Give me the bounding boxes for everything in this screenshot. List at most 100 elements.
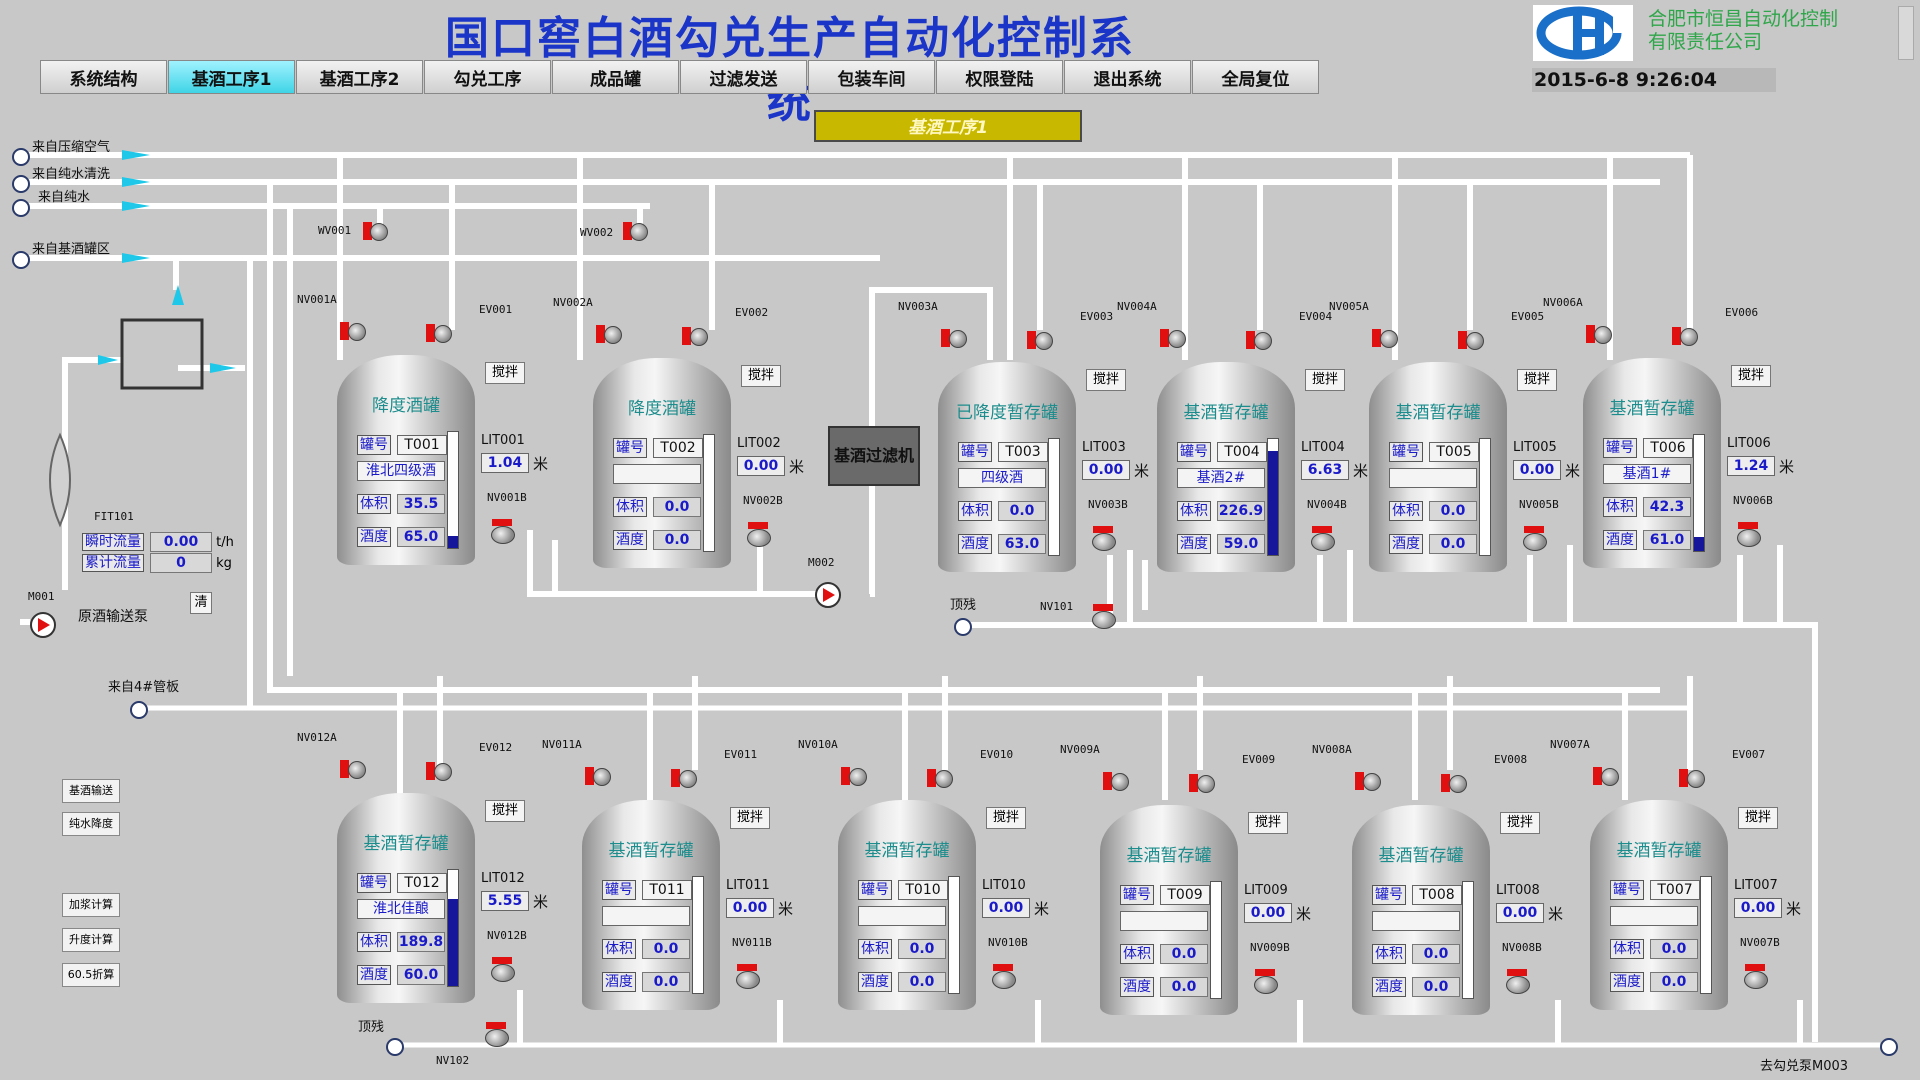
level-unit-t005: 米 — [1565, 462, 1581, 480]
nav-base-process-1[interactable]: 基酒工序1 — [168, 60, 295, 94]
tank-content-value — [1372, 911, 1460, 931]
valve-b-t011[interactable] — [734, 964, 760, 989]
nav-filter-send[interactable]: 过滤发送 — [680, 60, 807, 94]
valve-b-actuator — [737, 964, 757, 971]
stir-button-t002[interactable]: 搅拌 — [741, 365, 781, 387]
valve-b-t005[interactable] — [1521, 526, 1547, 551]
wv001-valve[interactable] — [363, 220, 389, 242]
valve-b-t012[interactable] — [489, 957, 515, 982]
stir-button-t005[interactable]: 搅拌 — [1517, 369, 1557, 391]
nav-packaging[interactable]: 包装车间 — [808, 60, 935, 94]
valve-a-t008[interactable] — [1355, 770, 1382, 792]
valve-a-t005[interactable] — [1372, 327, 1399, 349]
company-line-2: 有限责任公司 — [1648, 31, 1763, 53]
m001-pump[interactable] — [30, 612, 56, 638]
valve-ev-t008[interactable] — [1441, 772, 1468, 794]
btn-add-calc[interactable]: 加浆计算 — [62, 893, 120, 917]
valve-a-t003[interactable] — [941, 327, 968, 349]
stir-button-t003[interactable]: 搅拌 — [1086, 369, 1126, 391]
valve-ev-t012[interactable] — [426, 760, 453, 782]
valve-a-t004[interactable] — [1160, 327, 1187, 349]
scrollbar[interactable] — [1898, 6, 1914, 60]
stir-button-t009[interactable]: 搅拌 — [1248, 812, 1288, 834]
valve-a-t012[interactable] — [340, 758, 367, 780]
nv102-valve[interactable] — [483, 1022, 509, 1047]
stir-button-t010[interactable]: 搅拌 — [986, 807, 1026, 829]
tank-abv-label: 酒度 — [1603, 530, 1637, 550]
valve-ev-t001[interactable] — [426, 322, 453, 344]
valve-ev-t007[interactable] — [1679, 767, 1706, 789]
nav-system-structure[interactable]: 系统结构 — [40, 60, 167, 94]
valve-ev-t011[interactable] — [671, 767, 698, 789]
tank-abv-value: 0.0 — [642, 972, 690, 992]
valve-b-t007[interactable] — [1742, 964, 1768, 989]
valve-a-actuator — [1372, 329, 1381, 347]
nav-blending[interactable]: 勾兑工序 — [424, 60, 551, 94]
level-unit-t001: 米 — [533, 455, 549, 473]
valve-ev-t009[interactable] — [1189, 772, 1216, 794]
valve-b-t001[interactable] — [489, 519, 515, 544]
stir-button-t011[interactable]: 搅拌 — [730, 807, 770, 829]
valve-a-t009[interactable] — [1103, 770, 1130, 792]
base-filter[interactable]: 基酒过滤机 — [828, 426, 920, 486]
valve-b-t006[interactable] — [1735, 522, 1761, 547]
stir-button-t001[interactable]: 搅拌 — [485, 362, 525, 384]
stir-button-t006[interactable]: 搅拌 — [1731, 365, 1771, 387]
valve-ev-actuator — [1189, 774, 1198, 792]
valve-a-t006[interactable] — [1586, 323, 1613, 345]
nv101-valve[interactable] — [1090, 604, 1116, 629]
nav-login[interactable]: 权限登陆 — [936, 60, 1063, 94]
valve-b-t010[interactable] — [990, 964, 1016, 989]
stir-button-t012[interactable]: 搅拌 — [485, 800, 525, 822]
tank-abv-value: 0.0 — [898, 972, 946, 992]
valve-ev-t005[interactable] — [1458, 329, 1485, 351]
nav-base-process-2[interactable]: 基酒工序2 — [296, 60, 423, 94]
valve-a-t007[interactable] — [1593, 765, 1620, 787]
stir-button-t004[interactable]: 搅拌 — [1305, 369, 1345, 391]
btn-605-convert[interactable]: 60.5折算 — [62, 963, 120, 987]
valve-b-t009[interactable] — [1252, 969, 1278, 994]
valve-a-t011[interactable] — [585, 765, 612, 787]
tank-volume-label: 体积 — [357, 494, 391, 514]
btn-base-transfer[interactable]: 基酒输送 — [62, 779, 120, 803]
valve-b-t003[interactable] — [1090, 526, 1116, 551]
valve-b-t002[interactable] — [745, 522, 771, 547]
tank-content-row: 淮北佳酿 — [357, 899, 445, 919]
valve-ev-t003[interactable] — [1027, 329, 1054, 351]
valve-a-t001[interactable] — [340, 320, 367, 342]
clear-button[interactable]: 清 — [190, 592, 212, 614]
valve-ev-t004[interactable] — [1246, 329, 1273, 351]
stir-button-t007[interactable]: 搅拌 — [1738, 807, 1778, 829]
valve-b-t008[interactable] — [1504, 969, 1530, 994]
wv002-valve[interactable] — [623, 220, 649, 242]
btn-water-reduce[interactable]: 纯水降度 — [62, 812, 120, 836]
btn-raise-calc[interactable]: 升度计算 — [62, 928, 120, 952]
valve-a-t010[interactable] — [841, 765, 868, 787]
flow-instant-label: 瞬时流量 — [82, 533, 144, 551]
nav-exit[interactable]: 退出系统 — [1064, 60, 1191, 94]
valve-ev-t010[interactable] — [927, 767, 954, 789]
valve-ev-t006[interactable] — [1672, 325, 1699, 347]
nav-global-reset[interactable]: 全局复位 — [1192, 60, 1319, 94]
valve-b-t004[interactable] — [1309, 526, 1335, 551]
valve-ev-t002[interactable] — [682, 325, 709, 347]
stir-button-t008[interactable]: 搅拌 — [1500, 812, 1540, 834]
valve-b-actuator — [492, 957, 512, 964]
valve-a-t002[interactable] — [596, 323, 623, 345]
m002-pump[interactable] — [815, 582, 841, 608]
nav-finished-tank[interactable]: 成品罐 — [552, 60, 679, 94]
tank-abv-label: 酒度 — [357, 965, 391, 985]
